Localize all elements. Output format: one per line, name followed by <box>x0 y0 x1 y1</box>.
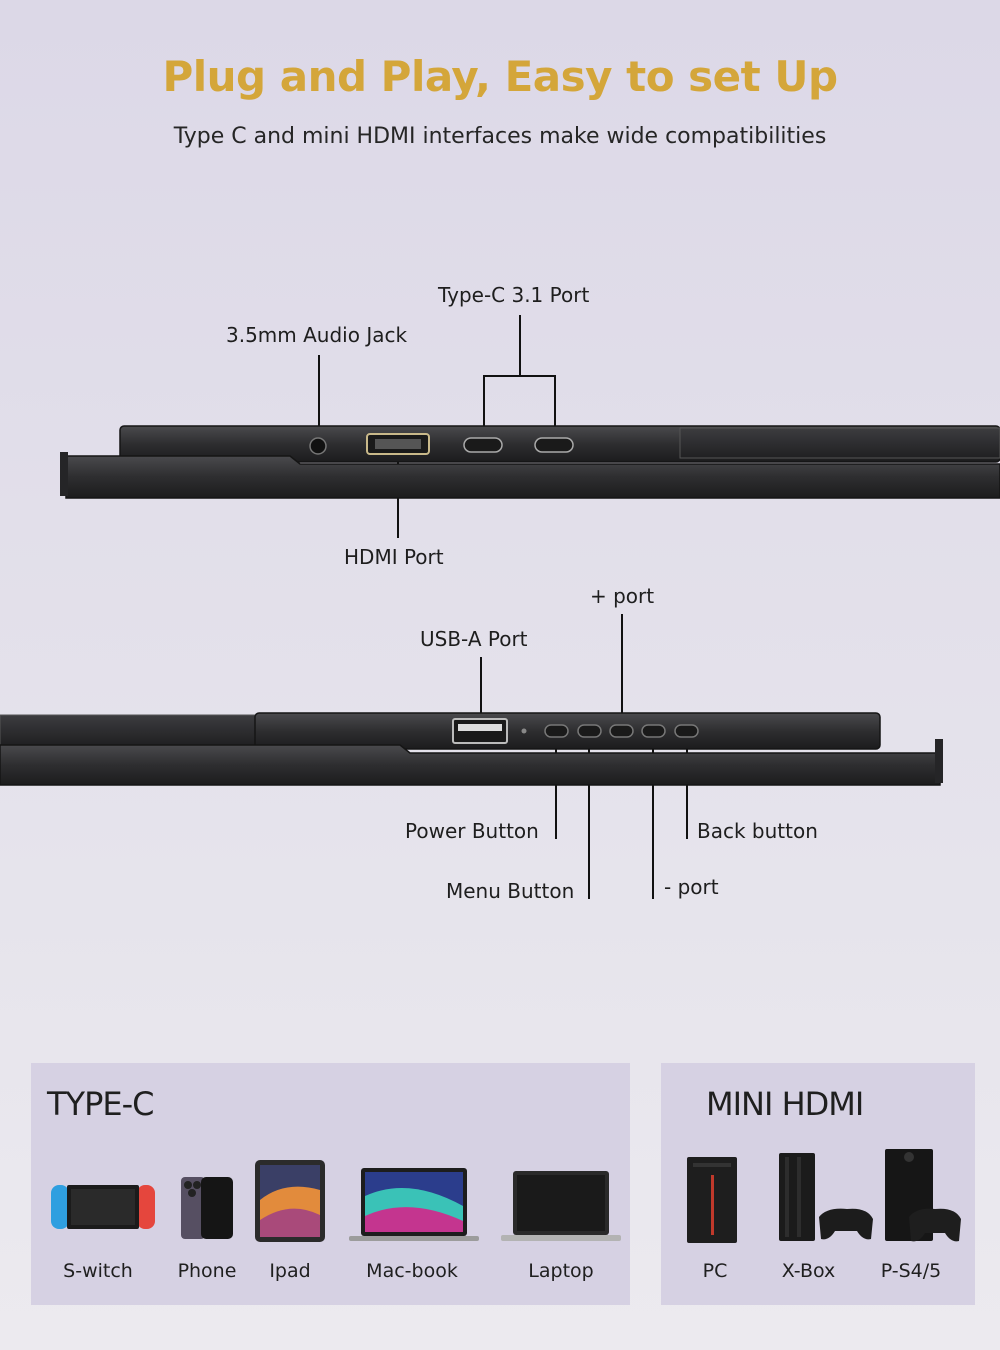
phone-icon <box>181 1177 233 1239</box>
plus-callout-line <box>621 614 623 722</box>
typec-callout-line <box>519 315 521 376</box>
minus-callout-line <box>652 737 654 899</box>
usba-port-label: USB-A Port <box>420 627 528 651</box>
back-button-label: Back button <box>697 819 818 843</box>
device-label: PC <box>702 1260 728 1282</box>
typec-callout-right <box>554 375 556 437</box>
minus-port-label: - port <box>664 875 719 899</box>
macbook-icon <box>349 1168 479 1241</box>
game-console-icon <box>885 1149 961 1242</box>
pc-tower-icon <box>687 1157 737 1243</box>
typec-port-label: Type-C 3.1 Port <box>438 283 590 307</box>
page-subtitle: Type C and mini HDMI interfaces make wid… <box>173 124 827 149</box>
device-label: X-Box <box>781 1260 836 1282</box>
typec-compat-panel: TYPE-C S-witch Phone Ipad Mac-book Lapto… <box>31 1063 630 1305</box>
device-label: P-S4/5 <box>880 1260 942 1282</box>
tablet-icon <box>255 1160 325 1242</box>
audio-jack-label: 3.5mm Audio Jack <box>226 323 408 347</box>
device-label: Mac-book <box>366 1260 458 1282</box>
power-button <box>544 724 569 738</box>
typec-callout-bar <box>483 375 556 377</box>
device-label: Laptop <box>528 1260 594 1282</box>
audio-callout-line <box>318 355 320 433</box>
page-title: Plug and Play, Easy to set Up <box>162 52 838 101</box>
device-label: S-witch <box>63 1260 133 1282</box>
back-button <box>674 724 699 738</box>
plus-port-label: + port <box>590 584 655 608</box>
minus-button <box>641 724 666 738</box>
menu-button-label: Menu Button <box>446 879 575 903</box>
power-callout-line <box>555 737 557 839</box>
menu-button <box>577 724 602 738</box>
device-label: Phone <box>177 1260 237 1282</box>
hdmi-panel-title: MINI HDMI <box>706 1085 864 1123</box>
menu-callout-line <box>588 737 590 899</box>
typec-port-2 <box>534 437 574 453</box>
audio-jack-port <box>309 437 327 455</box>
device-label: Ipad <box>269 1260 311 1282</box>
monitor-top-view <box>60 425 1000 499</box>
usba-callout-line <box>480 657 482 719</box>
power-button-label: Power Button <box>405 819 539 843</box>
back-callout-line <box>686 737 688 839</box>
laptop-icon <box>501 1171 621 1241</box>
hdmi-port-label: HDMI Port <box>344 545 444 569</box>
typec-port-1 <box>463 437 503 453</box>
monitor-bottom-view <box>0 712 943 786</box>
switch-console-icon <box>51 1185 155 1229</box>
typec-panel-title: TYPE-C <box>47 1085 154 1123</box>
hdmi-compat-panel: MINI HDMI PC X-Box P-S4/5 <box>661 1063 975 1305</box>
typec-callout-left <box>483 375 485 437</box>
game-console-icon <box>779 1153 873 1241</box>
plus-button <box>609 724 634 738</box>
